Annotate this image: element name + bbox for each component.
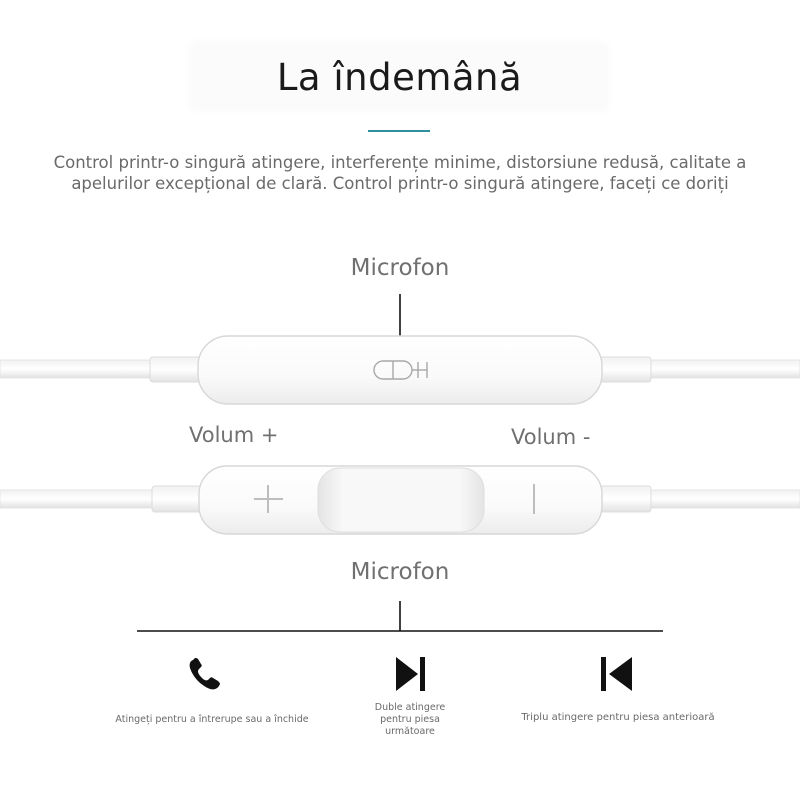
cable-right-top bbox=[639, 359, 800, 379]
plus-icon bbox=[254, 485, 283, 513]
strain-relief-left-top bbox=[149, 356, 206, 383]
remote-top bbox=[0, 335, 800, 405]
previous-track-icon bbox=[601, 657, 632, 691]
microphone-label-top: Microfon bbox=[350, 255, 450, 281]
center-button bbox=[317, 467, 485, 533]
function-text-call: Atingeți pentru a întrerupe sau a închid… bbox=[115, 714, 309, 725]
phone-icon bbox=[189, 658, 220, 690]
accent-divider bbox=[368, 130, 430, 132]
remote-body-top bbox=[197, 335, 603, 405]
title-box: La îndemână bbox=[192, 44, 607, 109]
function-text-next: Duble atingere pentru piesa următoare bbox=[374, 702, 446, 737]
remote-middle bbox=[0, 465, 800, 535]
next-track-icon bbox=[396, 657, 425, 691]
strain-relief-right-top bbox=[595, 356, 652, 383]
microphone-icon bbox=[373, 360, 428, 380]
function-text-previous: Triplu atingere pentru piesa anterioară bbox=[521, 712, 715, 723]
volume-plus-label: Volum + bbox=[189, 423, 279, 447]
cable-right-middle bbox=[639, 489, 800, 509]
cable-left-top bbox=[0, 359, 161, 379]
page-title: La îndemână bbox=[276, 56, 523, 99]
microphone-label-bottom: Microfon bbox=[350, 559, 450, 585]
strain-relief-right-middle bbox=[595, 485, 652, 513]
cable-left-middle bbox=[0, 489, 161, 509]
description-text: Control printr-o singură atingere, inter… bbox=[53, 153, 747, 193]
volume-minus-label: Volum - bbox=[511, 425, 591, 449]
